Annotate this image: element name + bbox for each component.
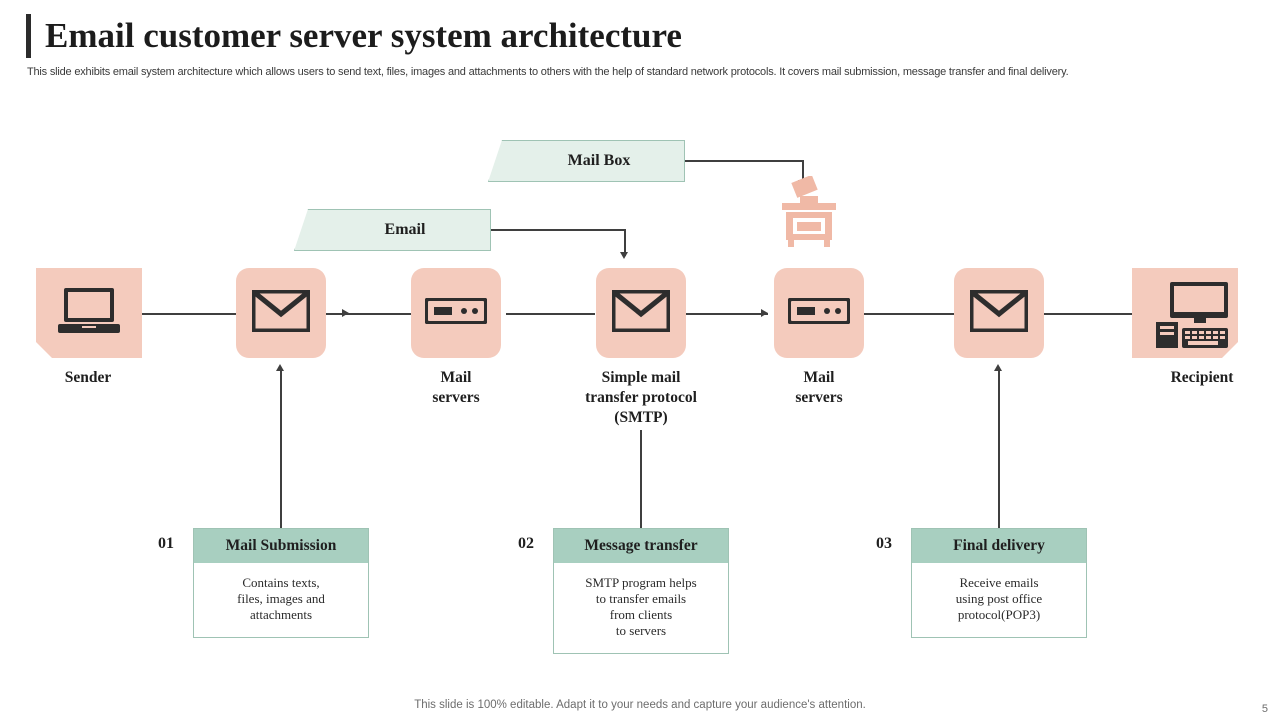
- connector-mailbox-banner-v: [802, 160, 804, 182]
- connector-smtp-to-mailservers2: [686, 313, 768, 315]
- step-card-02: Message transfer SMTP program helps to t…: [553, 528, 729, 654]
- node-label-smtp: Simple mail transfer protocol (SMTP): [551, 368, 731, 428]
- title-text: Email customer server system architectur…: [45, 16, 682, 55]
- connector-mailservers1-to-smtp: [506, 313, 595, 315]
- node-label-mailservers-2-line1: Mail: [803, 369, 835, 386]
- node-recipient-tile: [1132, 268, 1238, 358]
- node-label-smtp-line1: Simple mail: [601, 369, 681, 386]
- step-card-03-body-line1: Receive emails: [959, 575, 1039, 590]
- arrowhead-email-banner: [620, 252, 628, 259]
- node-label-sender: Sender: [64, 369, 112, 386]
- banner-tail-mail-box: [488, 140, 514, 182]
- connector-mailbox-banner-h: [685, 160, 803, 162]
- node-label-smtp-line2: transfer protocol: [585, 389, 697, 406]
- node-envelope-1-tile: [236, 268, 326, 358]
- mailbox-icon: [778, 174, 840, 248]
- step-card-02-body-line1: SMTP program helps: [585, 575, 697, 590]
- step-card-03-body-line2: using post office: [955, 591, 1043, 606]
- connector-envelope-to-mailservers1: [326, 313, 411, 315]
- step-card-01-body-line3: attachments: [249, 607, 313, 622]
- connector-email-banner-v: [624, 229, 626, 256]
- footer-note: This slide is 100% editable. Adapt it to…: [414, 699, 866, 711]
- page-subtitle: This slide exhibits email system archite…: [27, 66, 1069, 78]
- step-card-03-title: Final delivery: [912, 529, 1086, 563]
- step-card-03-body-line3: protocol(POP3): [957, 607, 1041, 622]
- arrowhead-smtp-to-mailservers2: [761, 309, 768, 317]
- step-card-03-body: Receive emails using post office protoco…: [912, 563, 1086, 637]
- server-icon: [424, 296, 488, 329]
- step-number-02: 02: [518, 535, 534, 552]
- node-mailservers-1-tile: [411, 268, 501, 358]
- node-mailservers-2-tile: [774, 268, 864, 358]
- connector-email-banner-h: [491, 229, 625, 231]
- banner-email: Email: [294, 209, 491, 251]
- connector-step1-to-envelope: [280, 370, 282, 528]
- page-title: Email customer server system architectur…: [26, 14, 682, 58]
- banner-tail-email: [294, 209, 320, 251]
- node-label-mailservers-2-line2: servers: [795, 389, 843, 406]
- step-number-01: 01: [158, 535, 174, 552]
- step-card-03: Final delivery Receive emails using post…: [911, 528, 1087, 638]
- step-card-02-body-line4: to servers: [615, 623, 667, 638]
- page-number: 5: [1261, 703, 1268, 715]
- connector-step3-to-envelope: [998, 370, 1000, 528]
- step-card-01-body-line1: Contains texts,: [242, 575, 320, 590]
- title-accent-rule: [26, 14, 31, 58]
- step-card-02-title: Message transfer: [554, 529, 728, 563]
- node-label-recipient: Recipient: [1170, 369, 1234, 386]
- node-label-mailservers-1-line1: Mail: [440, 369, 472, 386]
- node-label-mailservers-1: Mail servers: [386, 368, 526, 408]
- connector-envelope3-to-recipient: [1044, 313, 1139, 315]
- step-card-02-body-line3: from clients: [609, 607, 673, 622]
- node-smtp-tile: [596, 268, 686, 358]
- step-card-01-body-line2: files, images and: [237, 591, 325, 606]
- connector-step2-to-smtp: [640, 430, 642, 530]
- step-card-01: Mail Submission Contains texts, files, i…: [193, 528, 369, 638]
- step-card-02-body: SMTP program helps to transfer emails fr…: [554, 563, 728, 653]
- banner-mail-box: Mail Box: [488, 140, 685, 182]
- step-card-02-body-line2: to transfer emails: [595, 591, 687, 606]
- node-label-mailservers-1-line2: servers: [432, 389, 480, 406]
- step-card-01-title: Mail Submission: [194, 529, 368, 563]
- node-label-mailservers-2: Mail servers: [749, 368, 889, 408]
- node-sender-tile: [36, 268, 142, 358]
- envelope-icon: [250, 288, 312, 337]
- laptop-icon: [58, 286, 120, 343]
- envelope-icon: [610, 288, 672, 337]
- server-icon: [787, 296, 851, 329]
- banner-label-mail-box: Mail Box: [513, 140, 685, 182]
- banner-label-email: Email: [319, 209, 491, 251]
- desktop-computer-icon: [1154, 280, 1230, 353]
- node-label-smtp-line3: (SMTP): [614, 409, 668, 426]
- arrowhead-step1-to-envelope: [276, 364, 284, 371]
- arrowhead-step3-to-envelope: [994, 364, 1002, 371]
- step-card-01-body: Contains texts, files, images and attach…: [194, 563, 368, 637]
- envelope-icon: [968, 288, 1030, 337]
- connector-mailservers2-to-envelope3: [864, 313, 954, 315]
- node-envelope-3-tile: [954, 268, 1044, 358]
- step-number-03: 03: [876, 535, 892, 552]
